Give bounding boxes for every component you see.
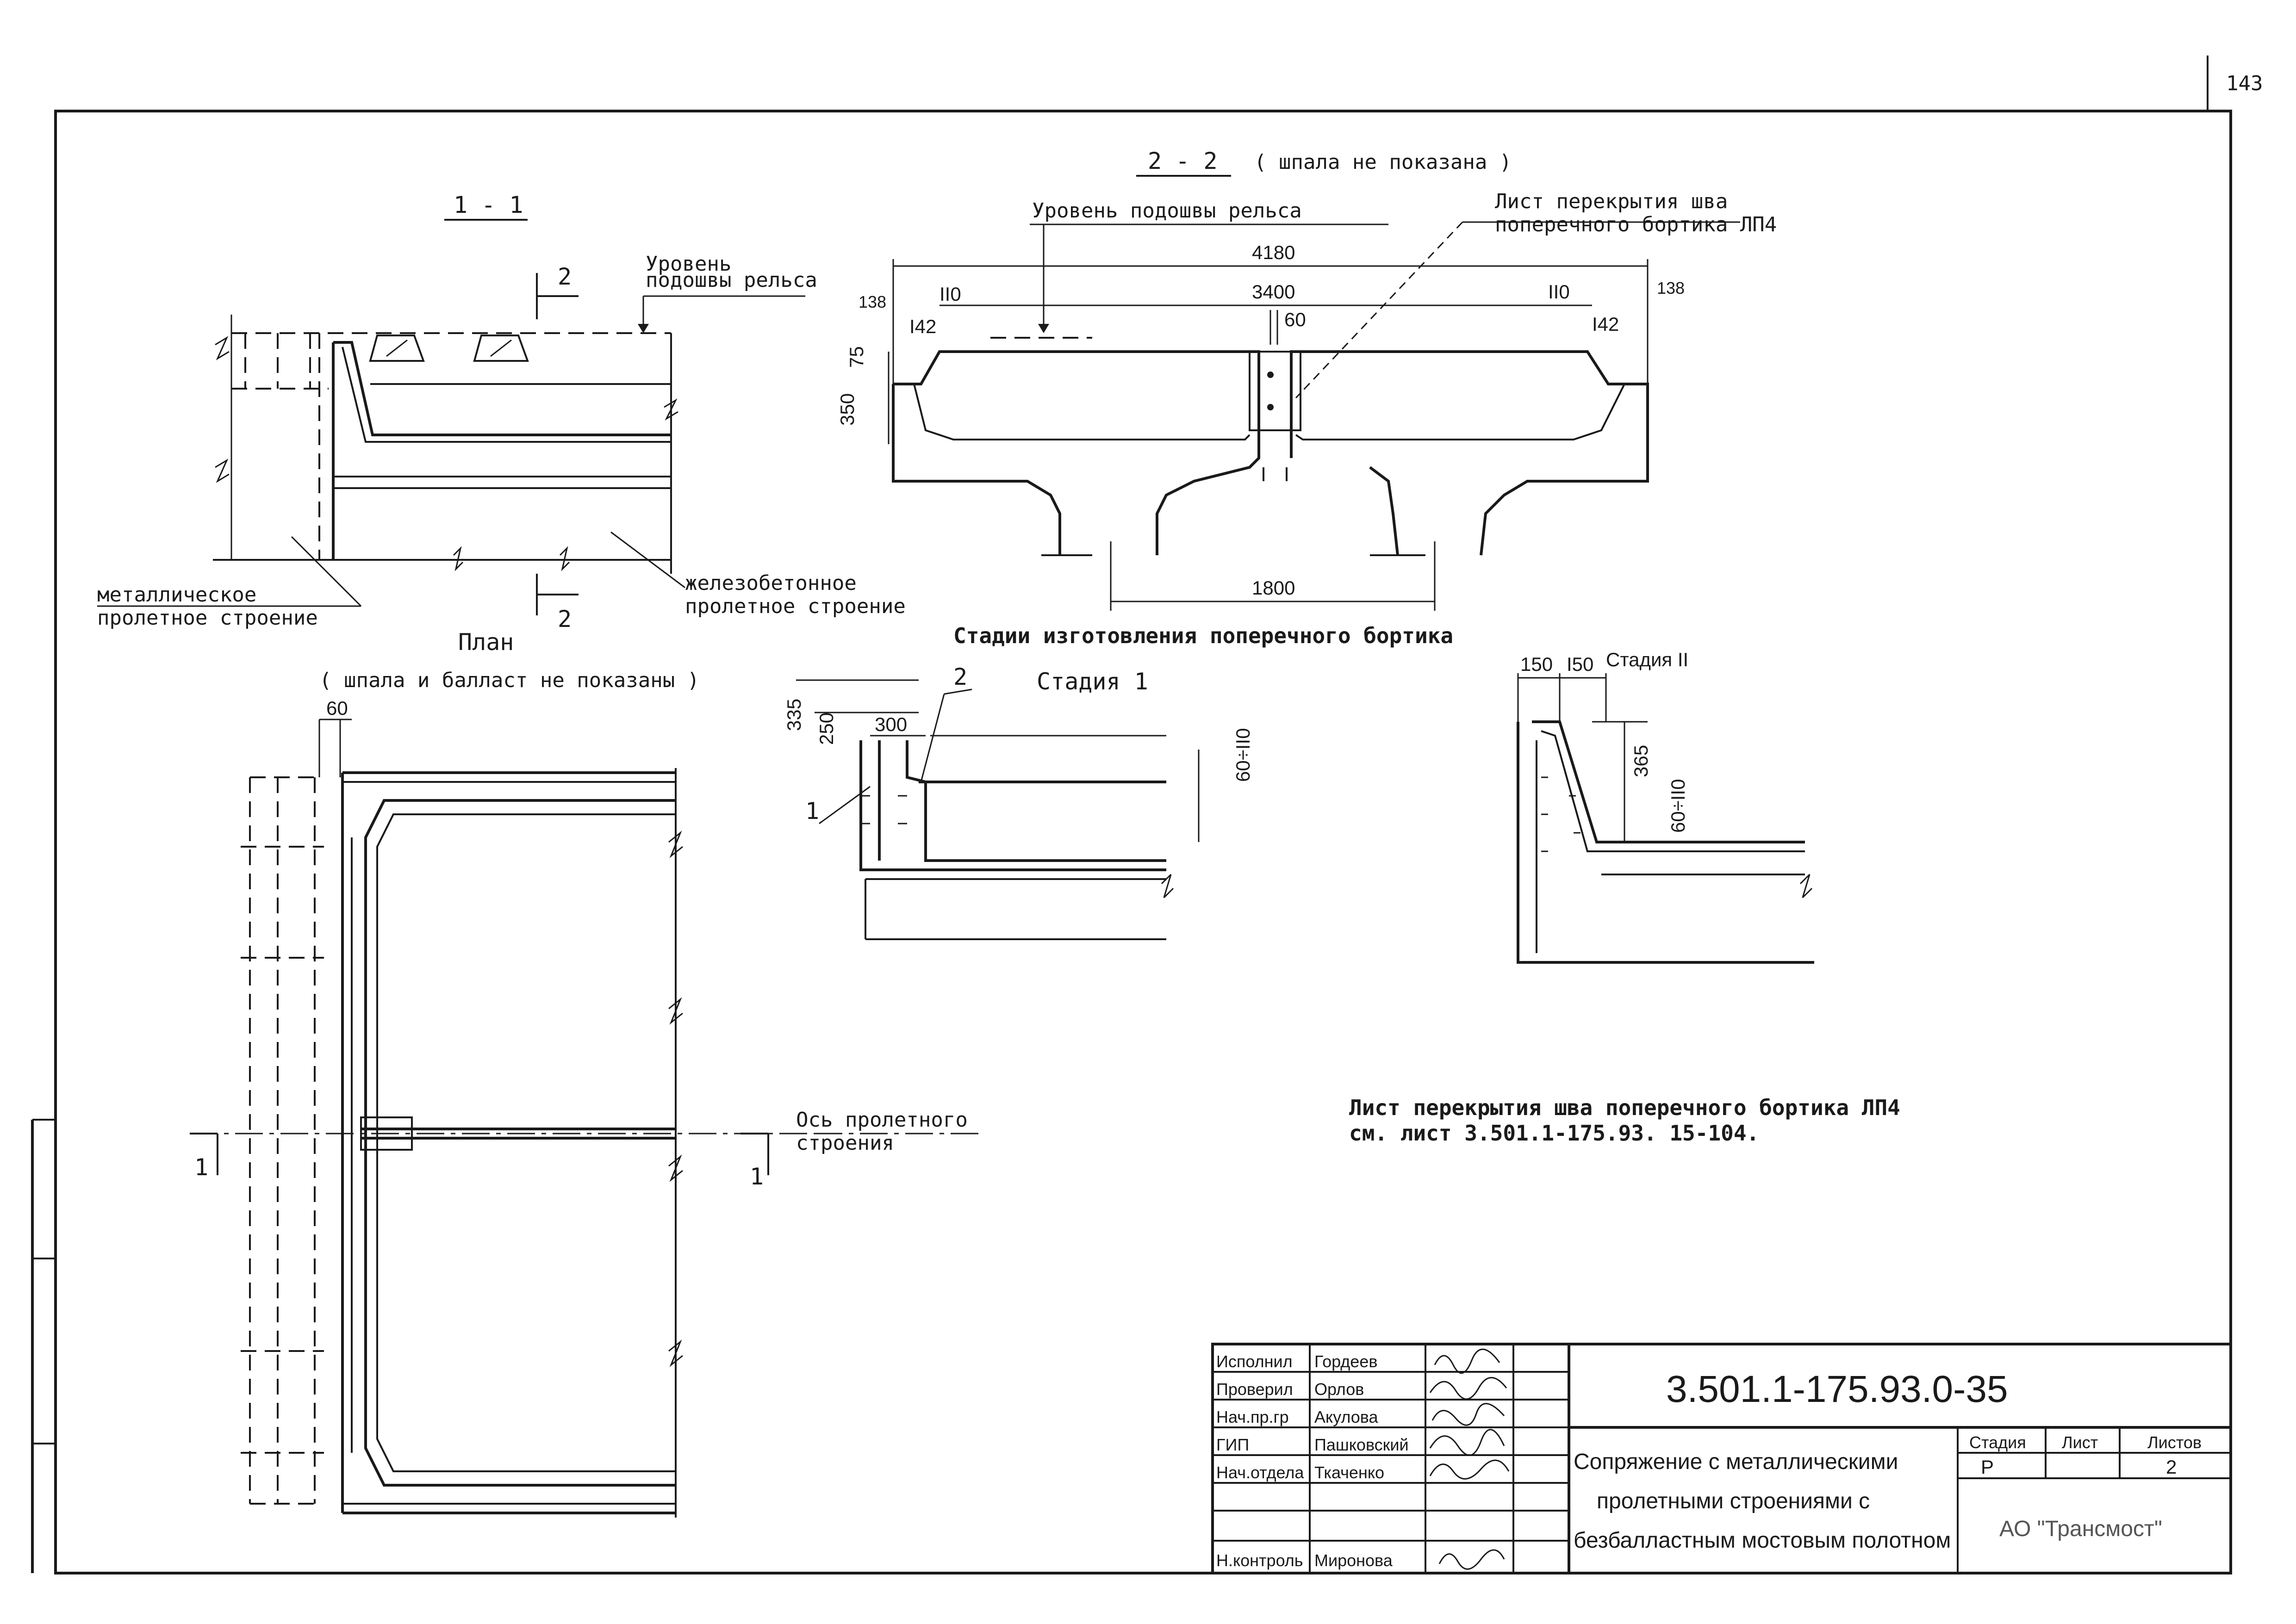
stage-1-detail: Стадия 1 2 335 250 300 60÷II0 1 — [783, 663, 1254, 940]
name-4: Ткаченко — [1314, 1463, 1384, 1482]
name-3: Пашковский — [1314, 1435, 1409, 1454]
sheet-frame — [31, 56, 2232, 1574]
section-1-1: 1 - 1 Уровень подошвы рельса 2 — [97, 192, 906, 632]
stage-value: Р — [1981, 1456, 1994, 1478]
dim-150-a: 150 — [1520, 653, 1553, 675]
sheet-label-line2: поперечного бортика ЛП4 — [1495, 213, 1777, 236]
stages-title: Стадии изготовления поперечного бортика — [953, 623, 1453, 648]
section-2-2-title: 2 - 2 — [1148, 148, 1218, 174]
dim-250: 250 — [815, 713, 837, 745]
rc-span-label-2: пролетное строение — [685, 595, 906, 618]
role-6: Н.контроль — [1216, 1551, 1303, 1570]
section-2-2: 2 - 2 ( шпала не показана ) Уровень подо… — [836, 148, 1777, 611]
axis-label-1: Ось пролетного — [796, 1108, 968, 1132]
sheet-header: Лист — [2062, 1433, 2098, 1452]
dim-142-left: I42 — [909, 316, 936, 337]
note-line-2: см. лист 3.501.1-175.93. 15-104. — [1349, 1121, 1759, 1146]
dim-138-left: 138 — [859, 292, 886, 311]
stage-1-callout-2: 2 — [953, 663, 967, 690]
rail-level-label-2: Уровень подошвы рельса — [1032, 199, 1302, 223]
doc-title-3: безбалластным мостовым полотном — [1574, 1528, 1951, 1553]
title-block: Исполнил Проверил Нач.пр.гр ГИП Нач.отде… — [1211, 1343, 2232, 1574]
plan-view: План ( шпала и балласт не показаны ) 60 — [190, 629, 981, 1518]
dim-3400: 3400 — [1252, 281, 1295, 303]
stage-1-callout-1: 1 — [805, 798, 819, 824]
role-4: Нач.отдела — [1216, 1463, 1304, 1482]
plan-note: ( шпала и балласт не показаны ) — [319, 669, 699, 692]
section-mark-2-top: 2 — [558, 263, 572, 290]
section-2-2-note: ( шпала не показана ) — [1254, 150, 1512, 174]
sheets-header: Листов — [2147, 1433, 2202, 1452]
name-6: Миронова — [1314, 1551, 1393, 1570]
plan-title: План — [458, 629, 514, 656]
role-0: Исполнил — [1216, 1352, 1293, 1371]
rc-span-label-1: железобетонное — [685, 571, 857, 595]
stage-header: Стадия — [1969, 1433, 2026, 1452]
dim-365: 365 — [1630, 745, 1652, 777]
dim-138-right: 138 — [1657, 279, 1685, 298]
dim-75: 75 — [846, 346, 867, 368]
dim-110-right: II0 — [1548, 281, 1570, 303]
stage-2-title: Стадия II — [1606, 649, 1688, 670]
dim-4180: 4180 — [1252, 242, 1295, 263]
rail-level-line2: подошвы рельса — [646, 268, 817, 292]
dim-350: 350 — [836, 393, 858, 426]
name-2: Акулова — [1314, 1407, 1379, 1426]
section-1-1-title: 1 - 1 — [454, 192, 523, 218]
stage-2-detail: Стадия II 150 I50 365 60÷II0 — [1517, 649, 1814, 964]
metal-span-label-2: пролетное строение — [97, 606, 318, 630]
role-2: Нач.пр.гр — [1216, 1407, 1289, 1426]
stage-1-title: Стадия 1 — [1037, 668, 1148, 695]
rail-level-line1: Уровень — [646, 252, 731, 276]
dim-60-110-stage1: 60÷II0 — [1232, 728, 1254, 782]
role-1: Проверил — [1216, 1380, 1293, 1399]
dim-142-right: I42 — [1592, 313, 1619, 335]
plan-section-mark-left: 1 — [194, 1154, 208, 1181]
name-0: Гордеев — [1314, 1352, 1377, 1371]
role-3: ГИП — [1216, 1435, 1249, 1454]
doc-title-1: Сопряжение с металлическими — [1574, 1450, 1898, 1474]
dim-1800: 1800 — [1252, 577, 1295, 599]
dim-60-110-stage2: 60÷II0 — [1667, 779, 1689, 833]
page-number: 143 — [2226, 72, 2263, 95]
axis-label-2: строения — [796, 1131, 894, 1155]
sheet-label-line1: Лист перекрытия шва — [1495, 190, 1728, 213]
doc-title-2: пролетными строениями с — [1597, 1489, 1870, 1513]
name-1: Орлов — [1314, 1380, 1364, 1399]
dim-110-left: II0 — [940, 283, 961, 305]
dim-300: 300 — [875, 713, 907, 735]
plan-section-mark-right: 1 — [750, 1163, 764, 1190]
signatures — [1429, 1348, 1510, 1570]
org-name: АО "Трансмост" — [1999, 1517, 2162, 1541]
plan-dim-60: 60 — [326, 697, 348, 719]
dim-335: 335 — [783, 699, 805, 731]
metal-span-label-1: металлическое — [97, 583, 256, 607]
doc-code: 3.501.1-175.93.0-35 — [1666, 1368, 2008, 1410]
note-line-1: Лист перекрытия шва поперечного бортика … — [1349, 1095, 1900, 1120]
section-mark-2-bottom: 2 — [558, 606, 572, 632]
sheets-value: 2 — [2166, 1456, 2177, 1478]
dim-150-b: I50 — [1567, 653, 1593, 675]
dim-60-gap: 60 — [1284, 309, 1306, 330]
